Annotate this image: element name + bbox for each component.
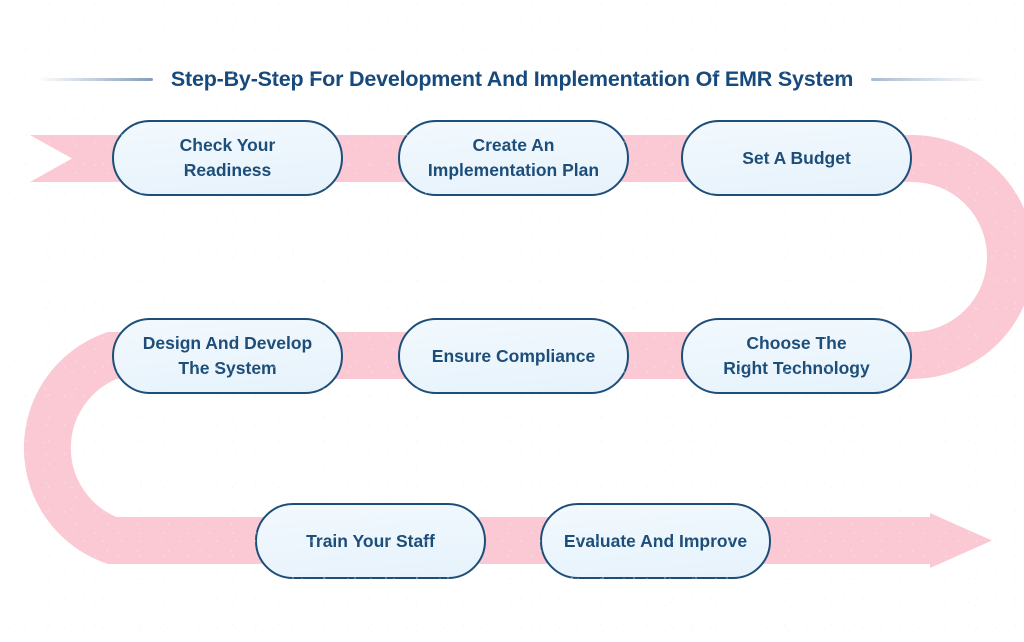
step-node-8[interactable]: Evaluate And Improve (540, 503, 771, 579)
step-node-label: Train Your Staff (306, 530, 435, 551)
decorative-rule-right-icon (871, 77, 984, 81)
step-node-label: Set A Budget (742, 147, 851, 168)
step-node-3[interactable]: Set A Budget (681, 120, 912, 196)
step-node-label: Ensure Compliance (431, 345, 596, 366)
title-row: Step-By-Step For Development And Impleme… (0, 58, 1024, 100)
step-node-5[interactable]: Ensure Compliance (398, 318, 629, 394)
step-node-label: Evaluate And Improve (563, 530, 748, 551)
ribbon-arrowhead-icon (930, 513, 992, 568)
decorative-rule-left-icon (40, 77, 153, 81)
step-node-7[interactable]: Train Your Staff (255, 503, 486, 579)
page-title: Step-By-Step For Development And Impleme… (170, 66, 854, 91)
